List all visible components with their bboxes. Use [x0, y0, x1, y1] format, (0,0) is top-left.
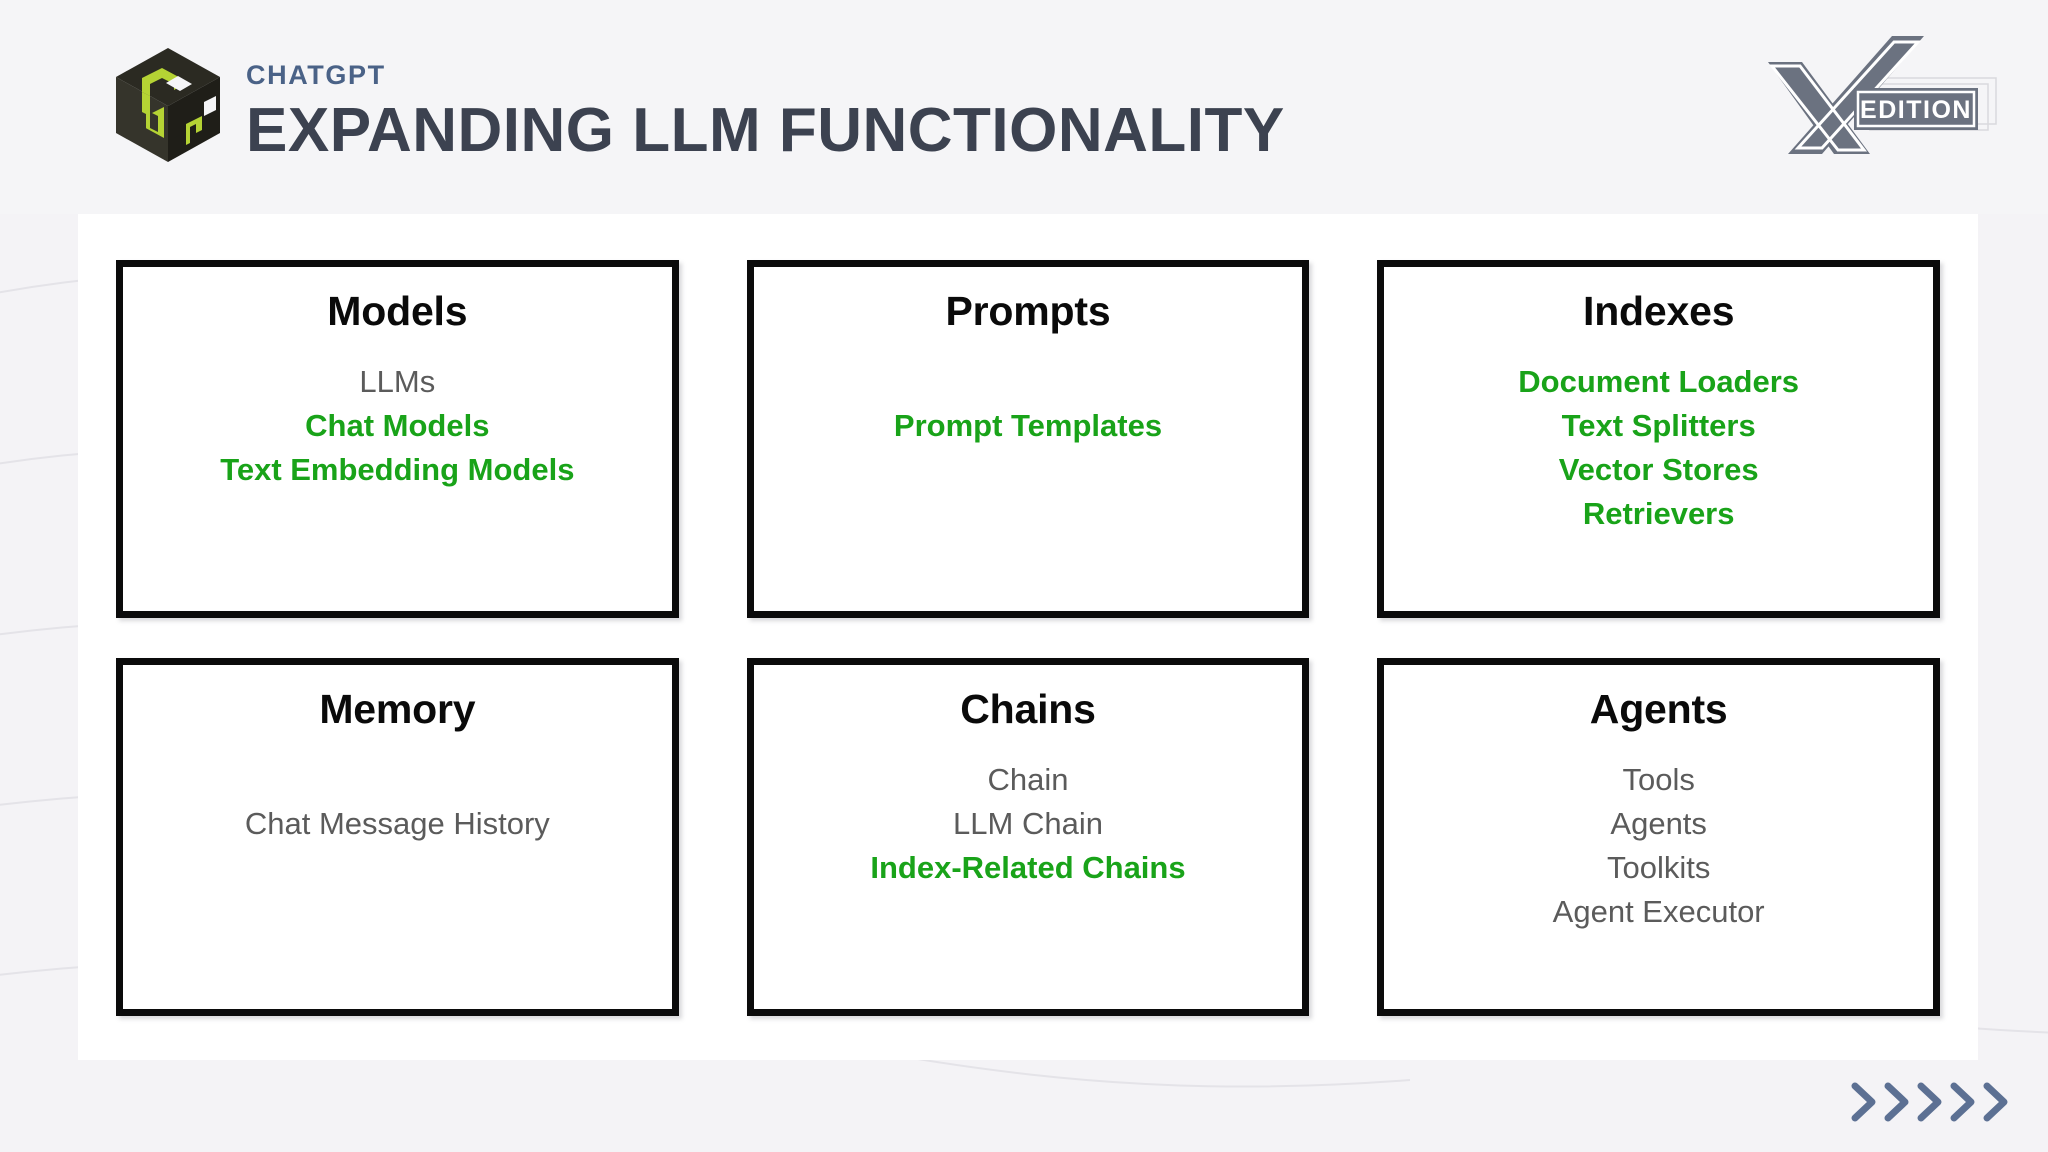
card-prompts[interactable]: Prompts Prompt Templates: [746, 260, 1310, 618]
card-item: LLMs: [359, 364, 436, 400]
card-title: Chains: [960, 686, 1096, 732]
card-chains[interactable]: Chains Chain LLM Chain Index-Related Cha…: [746, 658, 1310, 1016]
card-title: Agents: [1589, 686, 1728, 732]
card-item: Prompt Templates: [893, 408, 1163, 444]
card-item: LLM Chain: [953, 806, 1103, 842]
card-item: Agent Executor: [1552, 894, 1765, 930]
card-item-list: LLMs Chat Models Text Embedding Models: [137, 360, 658, 492]
chevron-right-icon: [1950, 1082, 1975, 1122]
card-item: Chain: [987, 762, 1069, 798]
card-title: Models: [327, 288, 468, 334]
card-item-list: Chat Message History: [137, 758, 658, 846]
card-item: Chat Message History: [244, 806, 550, 842]
chevron-right-icon: [1851, 1082, 1876, 1122]
card-item: Retrievers: [1582, 496, 1735, 532]
card-item: Toolkits: [1606, 850, 1711, 886]
card-item-list: Tools Agents Toolkits Agent Executor: [1398, 758, 1919, 934]
content-panel: Models LLMs Chat Models Text Embedding M…: [78, 214, 1978, 1060]
card-models[interactable]: Models LLMs Chat Models Text Embedding M…: [116, 260, 679, 618]
edition-label: EDITION: [1860, 96, 1972, 124]
card-title: Memory: [319, 686, 476, 732]
card-title: Indexes: [1583, 288, 1735, 334]
card-agents[interactable]: Agents Tools Agents Toolkits Agent Execu…: [1377, 658, 1940, 1016]
brand-eyebrow: CHATGPT: [246, 60, 386, 90]
card-memory[interactable]: Memory Chat Message History: [116, 658, 679, 1016]
card-indexes[interactable]: Indexes Document Loaders Text Splitters …: [1377, 260, 1940, 618]
footer-chevrons: [1848, 1080, 2010, 1124]
page-title: EXPANDING LLM FUNCTIONALITY: [246, 96, 1285, 165]
x-edition-logo: EDITION: [1742, 26, 2012, 166]
card-item: Index-Related Chains: [870, 850, 1186, 886]
chevron-right-icon: [1917, 1082, 1942, 1122]
card-item: Chat Models: [305, 408, 490, 444]
card-grid: Models LLMs Chat Models Text Embedding M…: [116, 260, 1940, 1016]
brand-block: CHATGPT EXPANDING LLM FUNCTIONALITY: [112, 46, 1285, 164]
card-item: Text Embedding Models: [220, 452, 575, 488]
card-item: Tools: [1622, 762, 1695, 798]
card-title: Prompts: [945, 288, 1111, 334]
card-item-list: Document Loaders Text Splitters Vector S…: [1398, 360, 1919, 536]
cube-logo-icon: [116, 48, 220, 162]
chevron-right-icon: [1983, 1082, 2008, 1122]
card-item: Text Splitters: [1561, 408, 1756, 444]
card-item: Vector Stores: [1558, 452, 1759, 488]
chevron-right-icon: [1884, 1082, 1909, 1122]
card-item: Agents: [1610, 806, 1707, 842]
card-item: Document Loaders: [1518, 364, 1800, 400]
card-item-list: Prompt Templates: [768, 360, 1289, 448]
card-item-list: Chain LLM Chain Index-Related Chains: [768, 758, 1289, 890]
title-stack: CHATGPT EXPANDING LLM FUNCTIONALITY: [246, 46, 1285, 165]
